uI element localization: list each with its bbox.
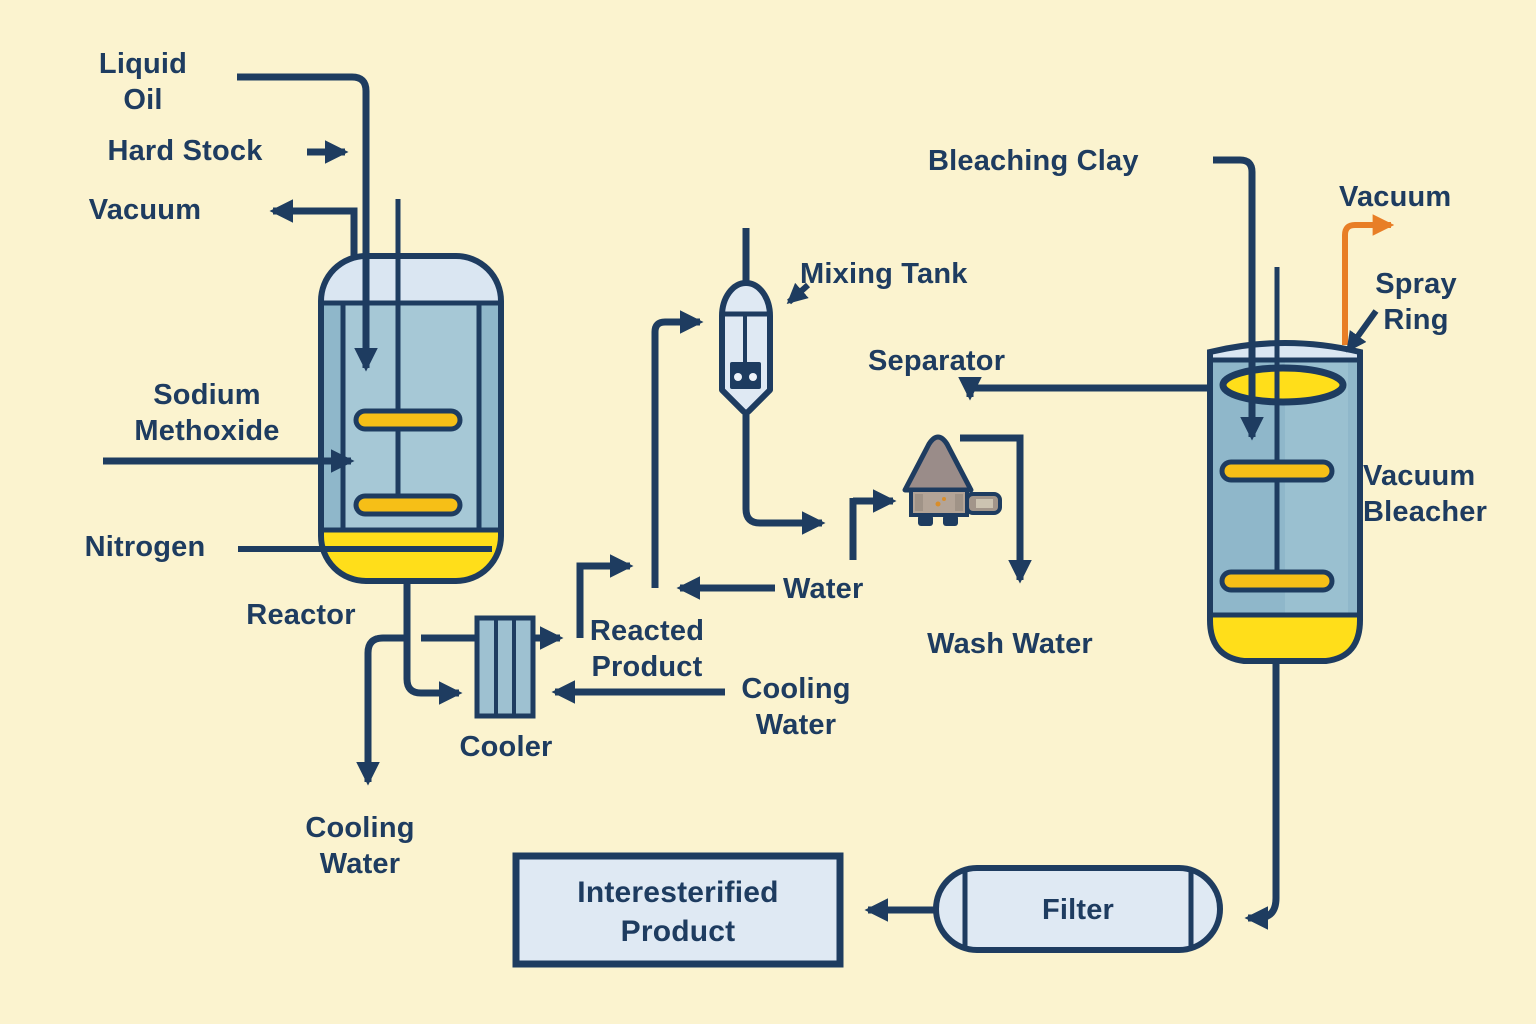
- label-reactor: Reactor: [246, 599, 356, 631]
- spray-ring-pointer: [1345, 309, 1379, 353]
- filter-unit: [933, 865, 1223, 953]
- wash-water-pipe: [960, 434, 1032, 584]
- label-vacuum-left: Vacuum: [88, 194, 202, 226]
- mixing-tank-feed-riser: [651, 310, 704, 588]
- label-cooling-water-in: Cooling Water: [741, 673, 851, 741]
- label-separator: Separator: [868, 345, 1006, 377]
- label-spray-ring: Spray Ring: [1375, 268, 1457, 336]
- liquid-oil-pipe: [237, 73, 378, 372]
- label-filter: Filter: [1041, 894, 1115, 926]
- reactor-outlet-pipe: [403, 581, 463, 705]
- label-reacted-product: Reacted Product: [589, 615, 705, 683]
- label-nitrogen: Nitrogen: [84, 531, 206, 563]
- label-cooling-water-out: Cooling Water: [305, 812, 415, 880]
- reactor-vessel: [318, 199, 504, 584]
- separator-unit: [902, 434, 1002, 526]
- reactor-outline: [318, 253, 504, 584]
- reactor-bottom-yellow: [321, 530, 501, 581]
- reactor-paddle-upper: [353, 408, 463, 432]
- mixing-tank-mixer-head: [730, 362, 761, 389]
- vacuum-bleacher-vessel: [1207, 267, 1363, 664]
- label-mixing-tank: Mixing Tank: [800, 258, 968, 290]
- reacted-product-riser: [576, 554, 634, 638]
- mixing-tank-outlet-pipe: [742, 412, 826, 535]
- label-cooler: Cooler: [459, 731, 553, 763]
- cooler-body: [474, 615, 536, 719]
- bleacher-outlet-pipe: [1244, 661, 1280, 930]
- label-water: Water: [783, 573, 864, 605]
- label-vacuum-right: Vacuum: [1339, 181, 1452, 213]
- vacuum-orange-pipe: [1342, 214, 1395, 345]
- spray-ring: [1219, 364, 1347, 406]
- cooling-water-out-pipe-b: [356, 634, 405, 786]
- mixing-tank-vessel: [719, 280, 773, 416]
- product-box: [512, 852, 844, 968]
- separator-foot: [943, 515, 958, 526]
- bleacher-paddle-lower: [1219, 569, 1335, 593]
- vacuum-out-pipe: [269, 199, 358, 258]
- label-hard-stock: Hard Stock: [107, 135, 263, 167]
- label-vacuum-bleacher: Vacuum Bleacher: [1363, 460, 1488, 528]
- separator-bleacher-line: [958, 376, 1223, 401]
- label-sodium-methoxide: Sodium Methoxide: [134, 379, 280, 447]
- reactor-paddle-lower: [353, 493, 463, 517]
- separator-cone: [902, 434, 974, 493]
- cooler-unit: [474, 615, 536, 719]
- label-liquid-oil: Liquid Oil: [98, 48, 188, 116]
- separator-foot: [918, 515, 933, 526]
- label-interesterified-product: Interesterified Product: [577, 876, 779, 948]
- bleacher-paddle-upper: [1219, 459, 1335, 483]
- bleaching-clay-pipe: [1213, 156, 1264, 441]
- mixing-tank-label-pointer: [786, 282, 811, 305]
- label-bleaching-clay: Bleaching Clay: [928, 145, 1139, 177]
- separator-nozzle-patch: [976, 499, 993, 508]
- label-wash-water: Wash Water: [927, 628, 1093, 660]
- bleacher-bottom-yellow: [1210, 615, 1360, 661]
